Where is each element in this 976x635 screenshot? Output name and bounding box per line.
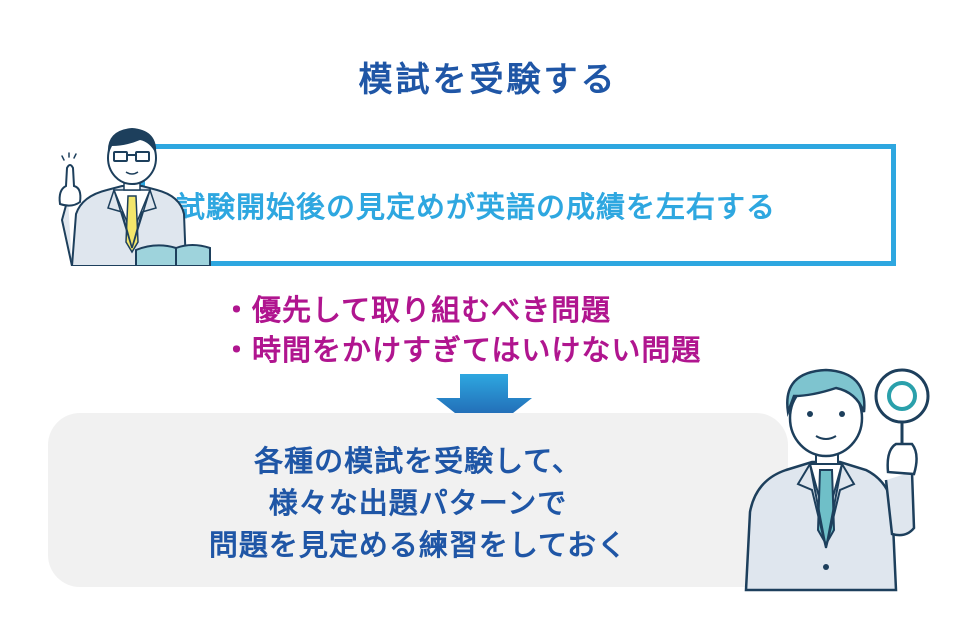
bullet-item: ・時間をかけすぎてはいけない問題: [222, 333, 702, 367]
callout-text: 試験開始後の見定めが英語の成績を左右する: [176, 190, 777, 224]
summary-panel: [48, 413, 788, 587]
summary-line: 各種の模試を受験して、: [254, 444, 582, 478]
summary-text: 各種の模試を受験して、 様々な出題パターンで 問題を見定める練習をしておく: [48, 440, 788, 566]
down-arrow-icon: [436, 374, 532, 436]
callout-box: [140, 144, 896, 266]
page-title: 模試を受験する: [358, 60, 618, 100]
man-pointing-illustration-icon: [58, 128, 211, 266]
summary-line: 問題を見定める練習をしておく: [208, 528, 628, 562]
bullet-item: ・優先して取り組むべき問題: [222, 293, 612, 327]
man-holding-circle-sign-illustration-icon: [744, 368, 930, 592]
summary-line: 様々な出題パターンで: [268, 486, 568, 520]
bullet-list: ・優先して取り組むべき問題 ・時間をかけすぎてはいけない問題: [222, 290, 701, 370]
